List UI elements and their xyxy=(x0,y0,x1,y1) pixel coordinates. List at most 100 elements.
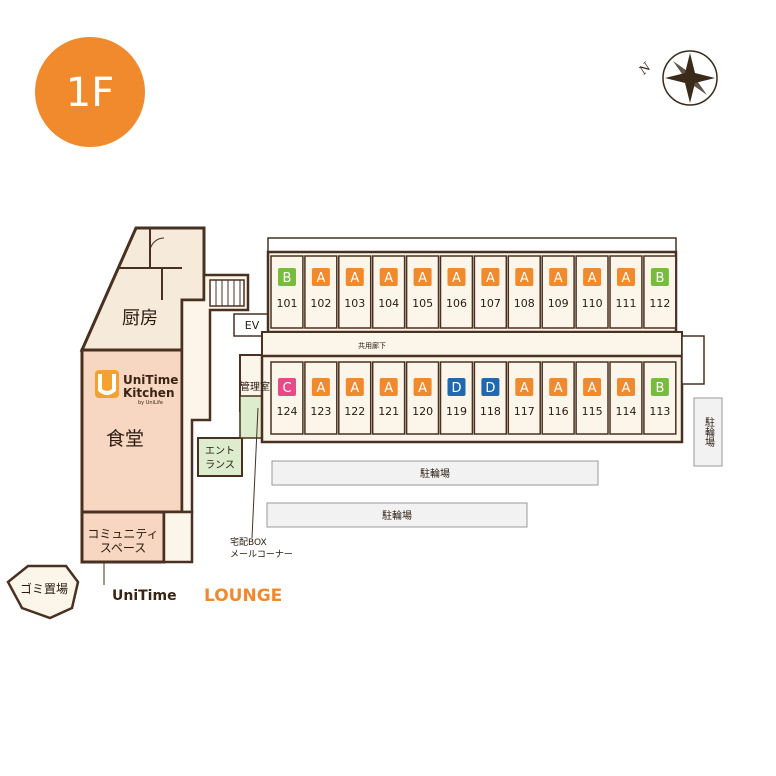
entrance-label-line1: エント xyxy=(205,446,235,457)
svg-text:駐輪場: 駐輪場 xyxy=(382,509,412,522)
room-number: 110 xyxy=(582,297,603,310)
room-type-badge xyxy=(345,268,364,286)
room-type-badge xyxy=(413,268,432,286)
room-number: 106 xyxy=(446,297,467,310)
north-room-102: A 102 xyxy=(304,255,338,329)
room-number: 114 xyxy=(616,405,637,418)
room-number: 103 xyxy=(344,297,365,310)
room-type-badge xyxy=(549,378,568,396)
room-type-badge xyxy=(447,268,466,286)
floor-badge: 1F xyxy=(35,37,145,147)
north-room-105: A 105 xyxy=(405,255,440,329)
room-type-letter: A xyxy=(554,381,563,396)
room-type-letter: A xyxy=(350,271,359,286)
north-room-106: A 106 xyxy=(439,255,474,329)
main-block: B101A102A103A104A105A106A107A108A109A110… xyxy=(260,237,705,444)
floor-label: 1F xyxy=(66,70,114,116)
west-wing xyxy=(79,226,271,564)
room-number: 116 xyxy=(548,405,569,418)
room-number: 109 xyxy=(548,297,569,310)
room-type-letter: A xyxy=(554,271,563,286)
room-type-badge xyxy=(549,268,568,286)
south-room-113: B 113 xyxy=(643,361,677,435)
room-type-badge xyxy=(379,268,398,286)
entrance-label-line2: ランス xyxy=(205,459,235,471)
room-type-badge xyxy=(515,378,534,396)
room-type-badge xyxy=(481,378,500,396)
room-type-badge xyxy=(481,268,500,286)
room-type-letter: B xyxy=(283,271,292,286)
south-room-123: A 123 xyxy=(304,361,338,435)
delivery-box-callout: 宅配BOX メールコーナー xyxy=(230,407,293,560)
bicycle-parking-c: 駐輪場 xyxy=(693,397,723,467)
north-room-109: A 109 xyxy=(541,255,575,329)
room-number: 111 xyxy=(616,297,637,310)
room-number: 118 xyxy=(480,405,501,418)
room-number: 108 xyxy=(514,297,535,310)
room-type-letter: A xyxy=(418,271,427,286)
room-type-badge xyxy=(345,378,364,396)
room-number: 102 xyxy=(310,297,331,310)
trash-area: ゴミ置場 xyxy=(6,564,80,620)
room-number: 113 xyxy=(649,405,670,418)
room-type-letter: A xyxy=(384,381,393,396)
common-corridor xyxy=(261,331,683,357)
room-type-badge xyxy=(650,378,669,396)
room-number: 105 xyxy=(412,297,433,310)
room-type-letter: D xyxy=(451,381,461,396)
corridor-label: 共用廊下 xyxy=(358,341,386,350)
room-number: 104 xyxy=(378,297,399,310)
manager-room-label: 管理室 xyxy=(240,380,270,393)
south-room-115: A 115 xyxy=(575,361,609,435)
room-type-badge xyxy=(515,268,534,286)
room-type-letter: A xyxy=(418,381,427,396)
room-type-letter: A xyxy=(384,271,393,286)
kitchen-logo-small: by UniLife xyxy=(138,400,163,406)
trash-label: ゴミ置場 xyxy=(20,581,68,596)
south-room-120: A 120 xyxy=(405,361,440,435)
room-type-badge xyxy=(278,378,296,396)
svg-text:駐輪場: 駐輪場 xyxy=(703,416,715,448)
kitchen-logo-word2: Kitchen xyxy=(123,386,175,400)
rooms-south: C124A123A122A121A120D119D118A117A116A115… xyxy=(270,361,677,435)
room-type-letter: A xyxy=(486,271,495,286)
room-type-letter: A xyxy=(588,381,597,396)
rooms-north: B101A102A103A104A105A106A107A108A109A110… xyxy=(270,255,677,329)
room-number: 120 xyxy=(412,405,433,418)
room-type-letter: A xyxy=(316,381,325,396)
community-label-line1: コミュニティ xyxy=(87,527,158,541)
room-number: 122 xyxy=(344,405,365,418)
room-type-letter: A xyxy=(316,271,325,286)
north-room-101: B 101 xyxy=(270,255,304,329)
room-number: 101 xyxy=(277,297,298,310)
room-type-badge xyxy=(583,378,602,396)
room-number: 124 xyxy=(277,405,298,418)
room-type-letter: A xyxy=(452,271,461,286)
svg-text:駐輪場: 駐輪場 xyxy=(420,467,450,480)
compass-icon: N xyxy=(636,50,718,106)
room-type-badge xyxy=(617,378,635,396)
room-type-badge xyxy=(311,268,330,286)
room-type-letter: B xyxy=(655,381,664,396)
room-type-badge xyxy=(650,268,669,286)
ev-label: EV xyxy=(245,319,260,332)
south-room-116: A 116 xyxy=(541,361,575,435)
community-label-line2: スペース xyxy=(100,541,147,555)
room-number: 123 xyxy=(310,405,331,418)
room-type-letter: B xyxy=(655,271,664,286)
room-number: 115 xyxy=(582,405,603,418)
room-type-badge xyxy=(447,378,466,396)
room-type-letter: A xyxy=(520,381,529,396)
